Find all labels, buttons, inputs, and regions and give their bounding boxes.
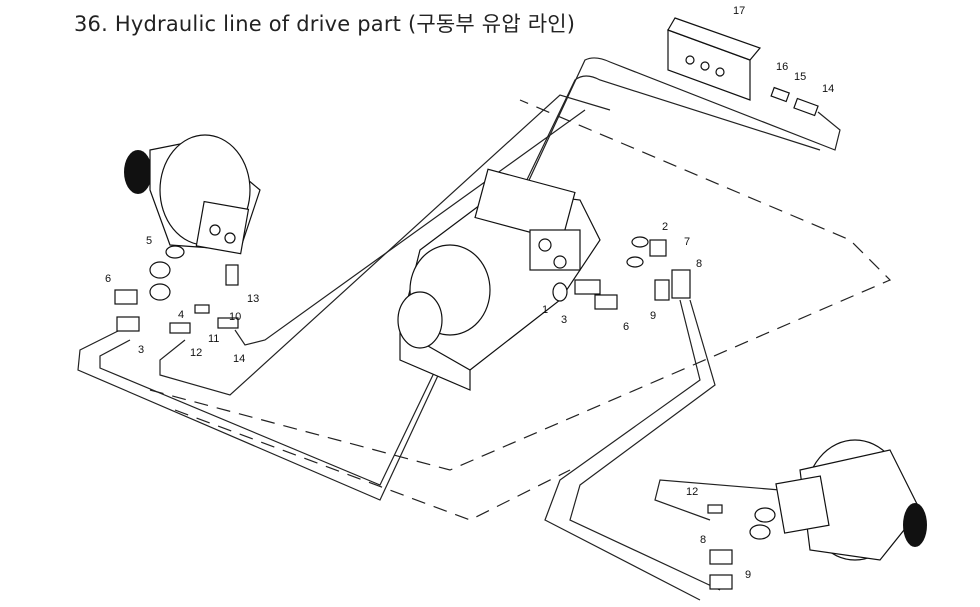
callout-labels: 17 16 15 14 5 6 4 13 10 11 3 12 14 2 7 8…	[105, 5, 834, 581]
page-title: 36. Hydraulic line of drive part (구동부 유압…	[74, 12, 576, 36]
callout-16: 16	[776, 61, 788, 73]
callout-12: 12	[190, 347, 202, 359]
callout-6-center: 6	[623, 321, 629, 333]
callout-12-right: 12	[686, 486, 698, 498]
callout-14-left: 14	[233, 353, 245, 365]
callout-6: 6	[105, 273, 111, 285]
main-pump	[397, 168, 691, 391]
valve-block	[667, 17, 819, 117]
callout-14: 14	[822, 83, 834, 95]
callout-2: 2	[662, 221, 668, 233]
callout-8-right: 8	[700, 534, 706, 546]
callout-9-right: 9	[745, 569, 751, 581]
callout-4: 4	[178, 309, 184, 321]
dashed-lines	[149, 99, 892, 521]
callout-13: 13	[247, 293, 259, 305]
left-drive-motor	[114, 134, 261, 334]
callout-3: 3	[138, 344, 144, 356]
callout-1: 1	[542, 304, 548, 316]
right-drive-motor	[707, 439, 927, 590]
hose-lines	[77, 57, 841, 601]
callout-9: 9	[650, 310, 656, 322]
callout-7: 7	[684, 236, 690, 248]
callout-8: 8	[696, 258, 702, 270]
callout-17: 17	[733, 5, 745, 17]
callout-3-center: 3	[561, 314, 567, 326]
callout-11: 11	[208, 333, 219, 345]
callout-10: 10	[229, 311, 241, 323]
callout-15: 15	[794, 71, 806, 83]
callout-5: 5	[146, 235, 152, 247]
